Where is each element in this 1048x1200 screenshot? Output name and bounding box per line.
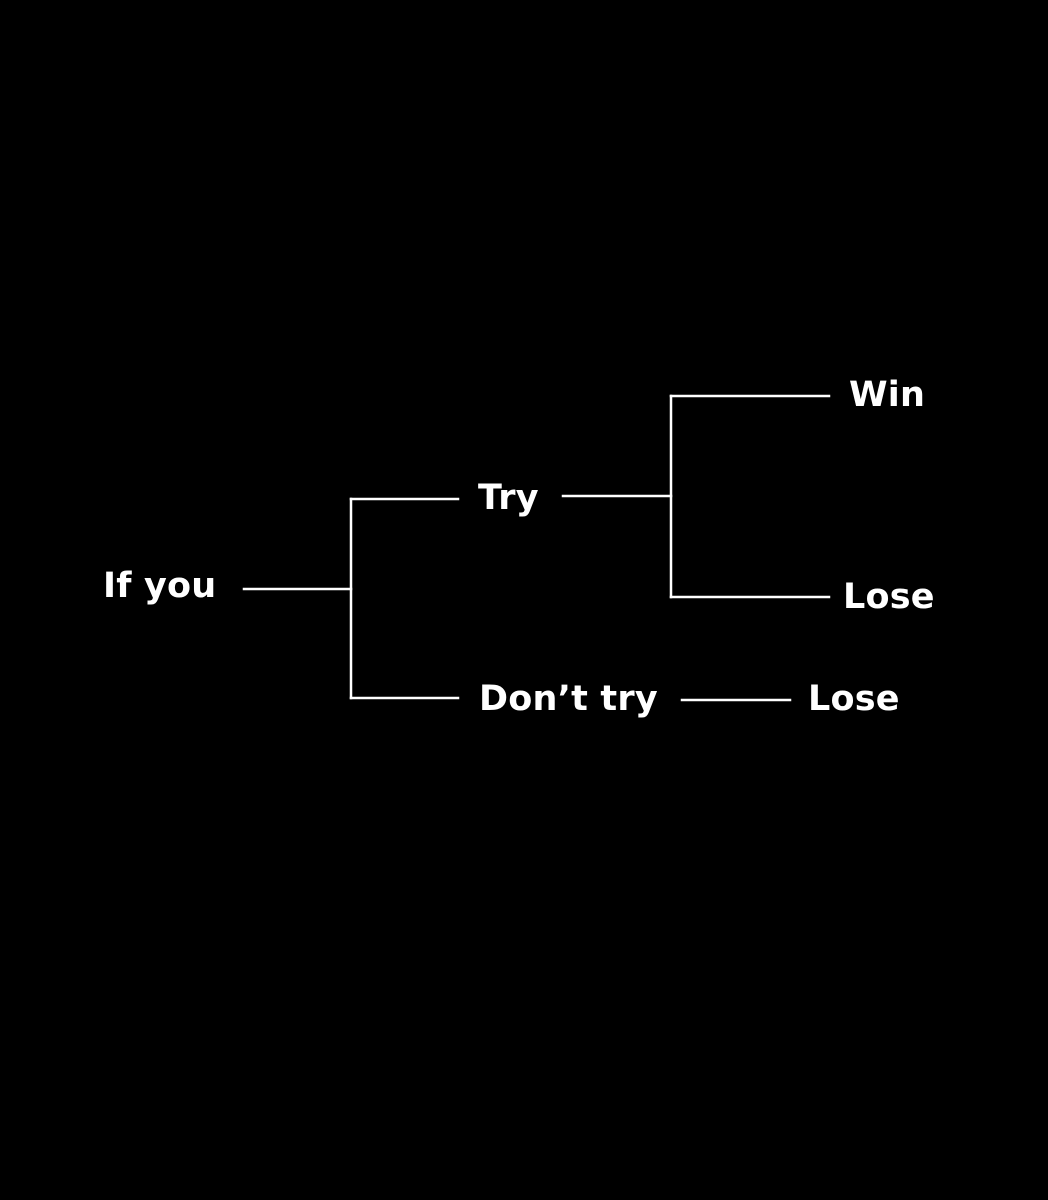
- node-try: Try: [478, 478, 539, 518]
- node-lose-after-dont-try: Lose: [808, 679, 900, 719]
- node-lose-after-try: Lose: [843, 577, 935, 617]
- node-if-you: If you: [103, 566, 217, 606]
- node-dont-try: Don’t try: [479, 679, 658, 719]
- node-win: Win: [849, 375, 926, 415]
